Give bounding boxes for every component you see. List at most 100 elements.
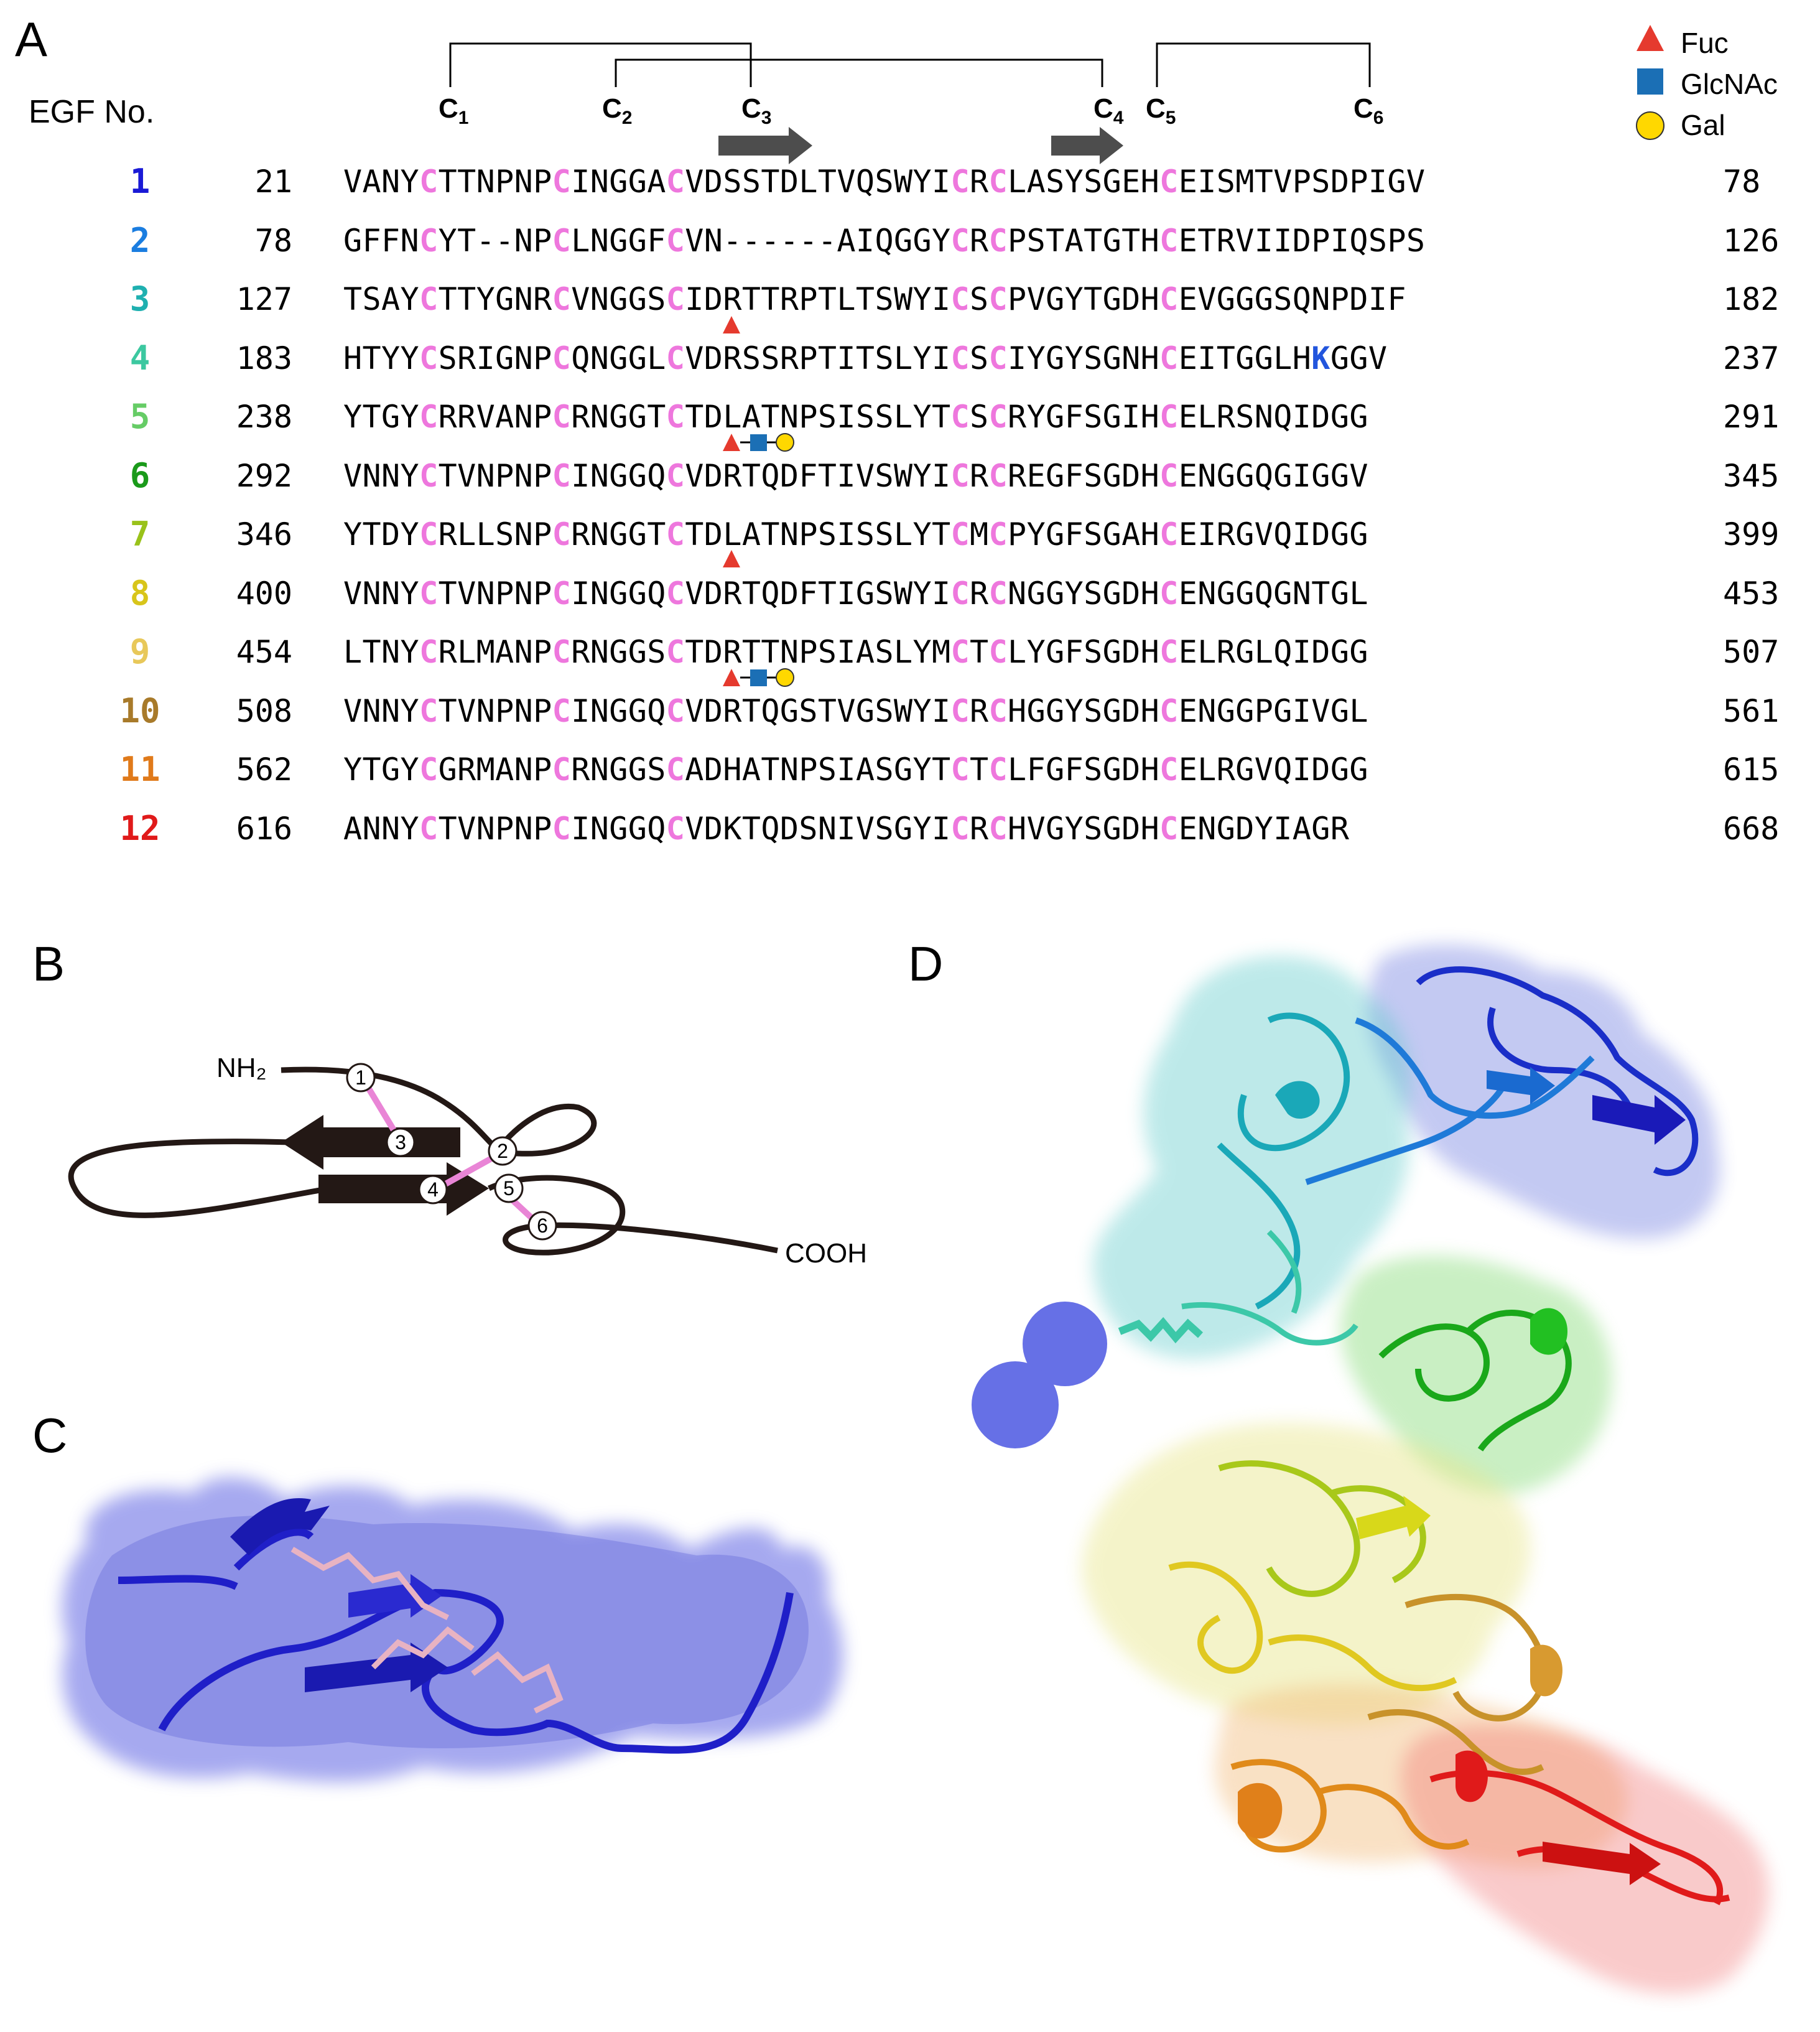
sequence: VANYCTTNPNPCINGGACVDSSTDLTVQSWYICRCLASYS… bbox=[343, 164, 1426, 200]
ribbon-lightblue bbox=[1305, 1017, 1595, 1185]
egf-number: 8 bbox=[129, 573, 151, 613]
full-structure bbox=[972, 944, 1769, 1994]
disulfide-bonds bbox=[360, 1078, 541, 1227]
egf-row: 10 508 VNNYCTVNPNPCINGGQCVDRTQGSTVGSWYICRC… bbox=[0, 686, 1820, 736]
start-residue: 21 bbox=[254, 164, 292, 200]
ribbon-green bbox=[1378, 1310, 1572, 1452]
cys-number-4: 4 bbox=[427, 1178, 439, 1201]
egf-number: 9 bbox=[129, 632, 151, 671]
backbone-loop bbox=[281, 1066, 597, 1157]
legend-label-glcnac: GlcNAc bbox=[1681, 68, 1778, 100]
egf-number: 12 bbox=[119, 808, 160, 848]
start-residue: 292 bbox=[236, 457, 292, 494]
egf-row: 2 78 GFFNCYT--NPCLNGGFCVN------AIQGGYCRCPS… bbox=[0, 216, 1820, 266]
sequence: VNNYCTVNPNPCINGGQCVDRTQGSTVGSWYICRCHGGYS… bbox=[343, 692, 1368, 729]
ribbon-cyan bbox=[1217, 1012, 1350, 1310]
cys-label-4: C4 bbox=[1093, 93, 1124, 128]
end-residue: 668 bbox=[1723, 810, 1780, 847]
legend-label-gal: Gal bbox=[1681, 109, 1725, 141]
start-residue: 238 bbox=[236, 399, 292, 435]
ub-linker bbox=[1118, 1317, 1204, 1344]
egf-topology-schematic bbox=[68, 1063, 778, 1256]
end-residue: 182 bbox=[1723, 281, 1780, 317]
end-residue: 126 bbox=[1723, 222, 1780, 259]
cys-circles bbox=[346, 1063, 557, 1241]
backbone-tail bbox=[488, 1175, 778, 1256]
panel-label-a: A bbox=[15, 12, 48, 67]
ribbon-yellow bbox=[1168, 1561, 1457, 1692]
start-residue: 454 bbox=[236, 634, 292, 670]
legend-glcnac-square bbox=[1637, 68, 1663, 95]
egf-number: 2 bbox=[129, 220, 151, 260]
egf-number: 7 bbox=[129, 515, 151, 554]
ribbon-blue bbox=[1416, 966, 1699, 1177]
cys-number-6: 6 bbox=[537, 1214, 548, 1237]
egf-surface-structure bbox=[62, 1477, 843, 1782]
ribbon-teal bbox=[1181, 1229, 1358, 1346]
start-residue: 78 bbox=[254, 222, 292, 259]
ribbon-red bbox=[1429, 1769, 1730, 1906]
egf-number: 5 bbox=[129, 397, 151, 436]
ribbon-sheet-1 bbox=[230, 1498, 330, 1555]
egf-row: 5 238 YTGYCRRVANPCRNGGTCTDLATNPSISSLYTCSCR… bbox=[0, 392, 1820, 442]
ribbon-yellowgreen bbox=[1218, 1460, 1426, 1597]
start-residue: 346 bbox=[236, 516, 292, 552]
start-residue: 400 bbox=[236, 575, 292, 612]
sequence: TSAYCTTYGNRCVNGGSCIDRTTRPTLTSWYICSCPVGYT… bbox=[343, 281, 1406, 317]
end-residue: 345 bbox=[1723, 457, 1780, 494]
ribbon-sheet-2 bbox=[305, 1643, 448, 1692]
start-residue: 562 bbox=[236, 752, 292, 788]
surface-red bbox=[1401, 1725, 1769, 1994]
end-residue: 561 bbox=[1723, 692, 1780, 729]
egf-row: 9 454 LTNYCRLMANPCRNGGSCTDRTTNPSIASLYMCTCL… bbox=[0, 627, 1820, 677]
cys-label-5: C5 bbox=[1146, 93, 1176, 128]
disulfide-brackets bbox=[449, 42, 1371, 87]
cys-label-3: C3 bbox=[741, 93, 772, 128]
end-residue: 399 bbox=[1723, 516, 1780, 552]
surface-cyan bbox=[1092, 956, 1411, 1359]
ribbon-yellow-sheet bbox=[1356, 1496, 1431, 1539]
egf-number: 4 bbox=[129, 338, 151, 378]
bracket-c1-c3 bbox=[449, 42, 752, 87]
sequence: LTNYCRLMANPCRNGGSCTDRTTNPSIASLYMCTCLYGFS… bbox=[343, 634, 1368, 670]
panel-label-c: C bbox=[32, 1408, 68, 1463]
n-terminus-label: NH₂ bbox=[216, 1053, 267, 1083]
sequence: HTYYCSRIGNPCQNGGLCVDRSSRPTITSLYICSCIYGYS… bbox=[343, 340, 1388, 376]
end-residue: 237 bbox=[1723, 340, 1780, 376]
egf-row: 7 346 YTDYCRLLSNPCRNGGTCTDLATNPSISSLYTCMCP… bbox=[0, 510, 1820, 559]
cys-number-2: 2 bbox=[497, 1140, 508, 1162]
sequence: ANNYCTVNPNPCINGGQCVDKTQDSNIVSGYICRCHVGYS… bbox=[343, 810, 1350, 847]
legend-gal-circle bbox=[1636, 111, 1664, 140]
disulfide-sticks bbox=[290, 1547, 564, 1714]
beta-strand-2 bbox=[318, 1162, 489, 1216]
ribbon-red-helix bbox=[1456, 1750, 1488, 1802]
surface-orange bbox=[1214, 1684, 1628, 1869]
cys-number-1: 1 bbox=[355, 1066, 366, 1089]
ribbon-blue-sheet bbox=[1592, 1095, 1686, 1145]
ribbon-red-sheet bbox=[1543, 1842, 1661, 1885]
end-residue: 507 bbox=[1723, 634, 1780, 670]
bracket-c5-c6 bbox=[1156, 42, 1371, 87]
egf-number: 6 bbox=[129, 455, 151, 495]
sequence: YTGYCRRVANPCRNGGTCTDLATNPSISSLYTCSCRYGFS… bbox=[343, 399, 1368, 435]
egf-number: 10 bbox=[119, 691, 160, 730]
sequence: YTDYCRLLSNPCRNGGTCTDLATNPSISSLYTCMCPYGFS… bbox=[343, 516, 1368, 552]
legend-label-fuc: Fuc bbox=[1681, 27, 1729, 59]
ribbon-coil bbox=[118, 1528, 794, 1754]
start-residue: 508 bbox=[236, 692, 292, 729]
start-residue: 127 bbox=[236, 281, 292, 317]
end-residue: 453 bbox=[1723, 575, 1780, 612]
c-terminus-label: COOH bbox=[785, 1238, 867, 1269]
cys-label-2: C2 bbox=[602, 93, 633, 128]
bracket-c2-c4 bbox=[615, 58, 1103, 87]
sequence: GFFNCYT--NPCLNGGFCVN------AIQGGYCRCPSTAT… bbox=[343, 222, 1426, 259]
ribbon-orange-helix bbox=[1238, 1783, 1283, 1839]
end-residue: 291 bbox=[1723, 399, 1780, 435]
start-residue: 616 bbox=[236, 810, 292, 847]
ribbon-green-helix bbox=[1530, 1308, 1567, 1355]
